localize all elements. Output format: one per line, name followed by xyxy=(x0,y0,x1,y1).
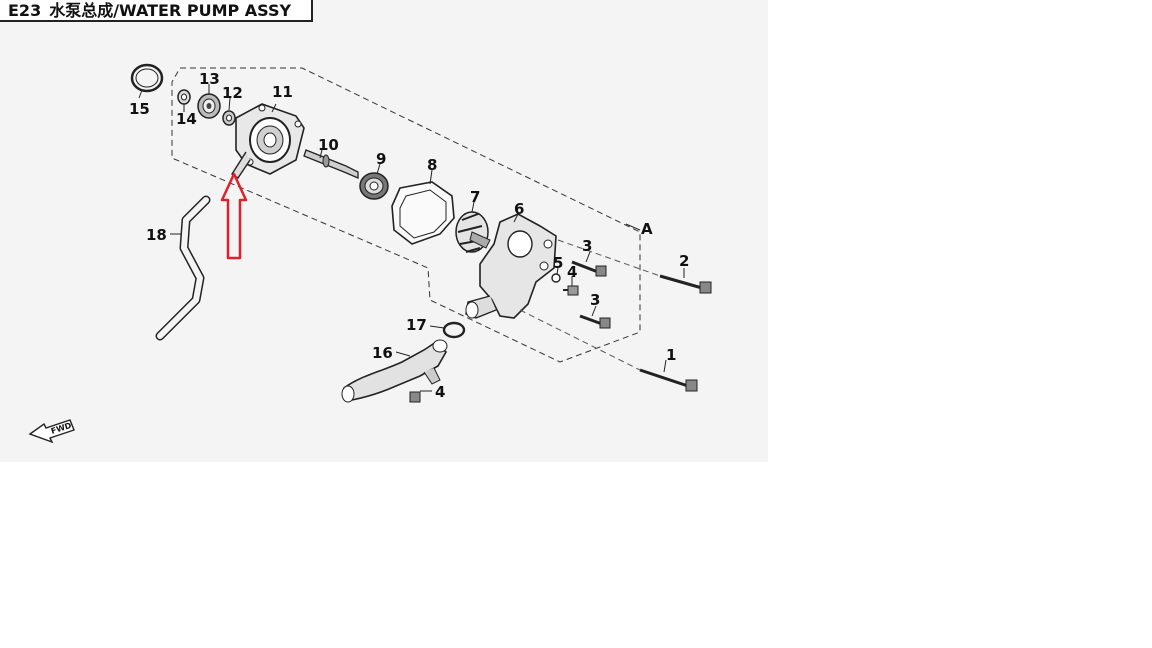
callout-3-lower: 3 xyxy=(590,291,600,309)
exploded-parts-diagram: FWD 1 2 3 3 4 4 5 6 7 8 9 10 11 12 13 14… xyxy=(28,63,712,444)
callout-5: 5 xyxy=(553,254,563,272)
page-title: E23 水泵总成/WATER PUMP ASSY xyxy=(0,0,313,22)
callout-10: 10 xyxy=(318,136,339,154)
callout-16: 16 xyxy=(372,344,393,362)
callout-3-upper: 3 xyxy=(582,237,592,255)
part-washer-5 xyxy=(551,267,561,283)
callout-9: 9 xyxy=(376,150,386,168)
callout-18: 18 xyxy=(146,226,167,244)
callout-17: 17 xyxy=(406,316,427,334)
section-a-leader xyxy=(625,223,641,231)
part-o-ring-17 xyxy=(429,321,466,339)
part-bolt-2 xyxy=(557,239,712,294)
callout-2: 2 xyxy=(679,252,689,270)
callout-12: 12 xyxy=(222,84,243,102)
assembly-boundary xyxy=(171,67,641,363)
part-o-ring-15 xyxy=(130,63,164,99)
part-bolt-3-lower xyxy=(579,305,611,329)
page-title-code: E23 xyxy=(8,1,42,20)
diagram-sheet: E23 水泵总成/WATER PUMP ASSY xyxy=(0,0,768,462)
part-seal-14 xyxy=(177,89,191,112)
highlight-arrow xyxy=(220,172,248,260)
callout-8: 8 xyxy=(427,156,437,174)
part-bolt-3-upper xyxy=(571,251,607,277)
callout-section-a: A xyxy=(641,220,653,238)
part-gasket-8 xyxy=(391,169,455,245)
callout-4-upper: 4 xyxy=(567,263,577,281)
callout-1: 1 xyxy=(666,346,676,364)
part-bolt-4-upper xyxy=(563,276,579,296)
part-bolt-4-lower xyxy=(409,390,432,403)
page-title-name: 水泵总成/WATER PUMP ASSY xyxy=(49,1,292,20)
part-bearing-13 xyxy=(197,84,221,119)
part-water-pipe-16 xyxy=(341,339,448,403)
callout-14: 14 xyxy=(176,110,197,128)
callout-7: 7 xyxy=(470,188,480,206)
part-hose-18 xyxy=(155,195,211,341)
fwd-arrow-icon: FWD xyxy=(28,419,75,444)
part-impeller-7 xyxy=(455,201,491,253)
part-pump-cover-11 xyxy=(231,103,305,179)
callout-15: 15 xyxy=(129,100,150,118)
part-mechanical-seal-9 xyxy=(359,163,389,200)
callout-13: 13 xyxy=(199,70,220,88)
part-washer-12 xyxy=(222,97,236,126)
callout-6: 6 xyxy=(514,200,524,218)
part-shaft-10 xyxy=(303,149,359,179)
callout-4-lower: 4 xyxy=(435,383,445,401)
part-bolt-1 xyxy=(519,309,698,392)
callout-11: 11 xyxy=(272,83,293,101)
